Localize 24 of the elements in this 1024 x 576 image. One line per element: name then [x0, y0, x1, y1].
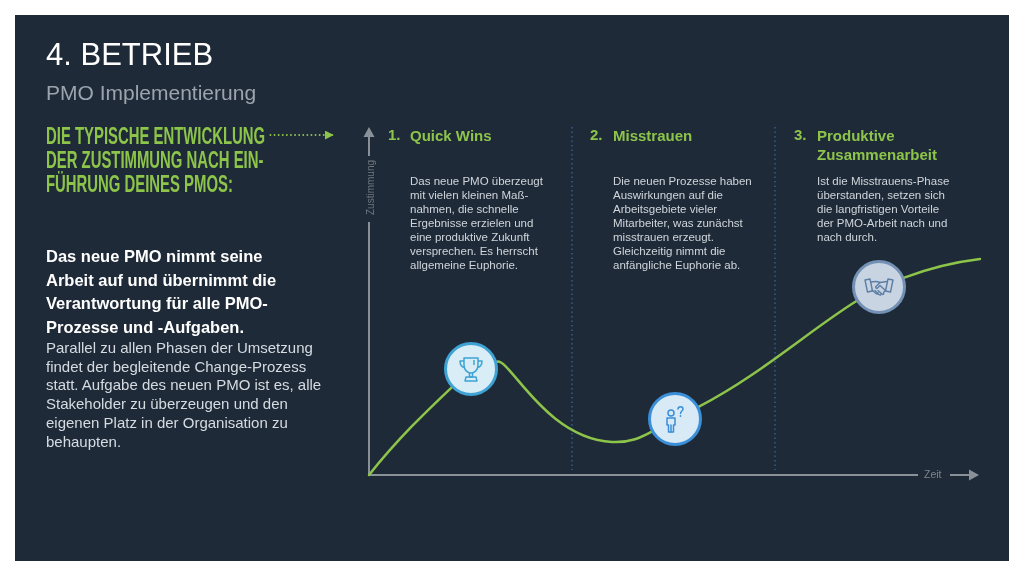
- curve-line: [495, 360, 653, 444]
- axis-label: Zeit: [924, 468, 942, 481]
- phase-description: Das neue PMO überzeugt mit vielen kleinen Maß-nahmen, die schnelle Ergebnisse erzielen und eine produktive Zukunft versprechen. Es herrscht allgemeine Euphorie.: [410, 174, 544, 272]
- phase-heading: Misstrauen: [613, 126, 694, 145]
- phase-description: Die neuen Prozesse haben Auswirkungen auf die Arbeitsgebiete vieler Mitarbeiter, was zunächst misstrauen erzeugt. Gleichzeitig nimmt die anfängliche Euphorie ab.: [613, 174, 753, 272]
- list-number: 1.: [388, 126, 401, 144]
- trophy-badge: [444, 342, 498, 396]
- phase-heading: Produktive Zusammenarbeit: [817, 126, 939, 164]
- phase-heading: Quick Wins: [410, 126, 493, 145]
- curve-line: [903, 257, 982, 279]
- section-heading: DIE TYPISCHE ENTWICKLUNG DER ZUSTIMMUNG NACH EIN-FÜHRUNG DEINES PMOS:: [46, 124, 271, 196]
- lead-paragraph: Das neue PMO nimmt seine Arbeit auf und übernimmt die Verantwortung für alle PMO-Prozesse und -Aufgaben.: [46, 246, 278, 338]
- axis-label: Zustimmung: [365, 160, 377, 215]
- person-badge: [648, 392, 702, 446]
- dotted-arrow: [269, 130, 334, 140]
- list-number: 3.: [794, 126, 807, 144]
- body-paragraph: Parallel zu allen Phasen der Umsetzung findet der begleitende Change-Prozess statt. Aufgabe des neuen PMO ist es, alle Stakeholder zu überzeugen und den eigenen Platz in der Organisation zu behaupten.: [46, 339, 323, 452]
- list-number: 2.: [590, 126, 603, 144]
- curve-line: [367, 386, 453, 477]
- phase-description: Ist die Misstrauens-Phase überstanden, setzen sich die langfristigen Vorteile der PMO-Arbeit nach und nach durch.: [817, 174, 951, 244]
- curve-line: [697, 300, 858, 408]
- subtitle: PMO Implementierung: [46, 81, 257, 105]
- slide-title: 4. BETRIEB: [46, 37, 214, 73]
- handshake-badge: [852, 260, 906, 314]
